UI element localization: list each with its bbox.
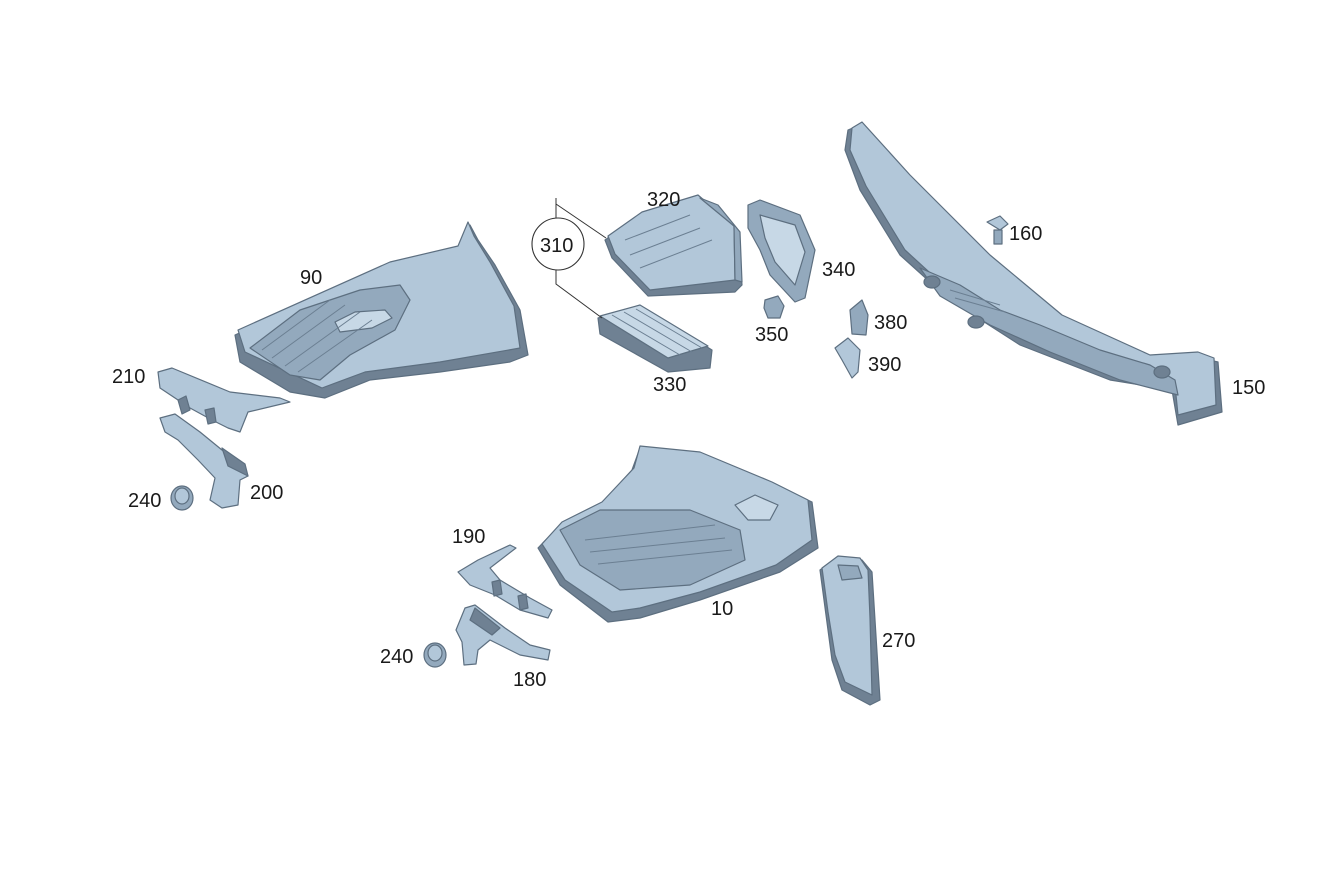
label-310: 310 xyxy=(540,235,573,257)
label-10: 10 xyxy=(711,598,733,620)
label-320: 320 xyxy=(647,189,680,211)
label-190: 190 xyxy=(452,526,485,548)
part-380-bracket[interactable] xyxy=(849,299,869,336)
part-10-floor-tray[interactable] xyxy=(537,445,819,623)
label-240-lower: 240 xyxy=(380,646,413,668)
part-150-rear-trim[interactable] xyxy=(844,121,1223,426)
label-340: 340 xyxy=(822,259,855,281)
label-390: 390 xyxy=(868,354,901,376)
label-210: 210 xyxy=(112,366,145,388)
part-350-grommet[interactable] xyxy=(763,295,785,319)
callout-group-310 xyxy=(531,198,607,319)
label-330: 330 xyxy=(653,374,686,396)
leader-310-to-320 xyxy=(555,203,607,239)
label-380: 380 xyxy=(874,312,907,334)
part-330-cabin-filter[interactable] xyxy=(597,304,713,373)
label-200: 200 xyxy=(250,482,283,504)
part-240-clip-upper[interactable] xyxy=(170,485,194,511)
part-190-bracket[interactable] xyxy=(457,544,553,619)
part-390-clip[interactable] xyxy=(834,337,861,379)
leader-310-to-330 xyxy=(555,270,603,319)
part-200-bracket[interactable] xyxy=(159,413,249,509)
label-160: 160 xyxy=(1009,223,1042,245)
part-240-clip-lower[interactable] xyxy=(423,642,447,668)
label-240-upper: 240 xyxy=(128,490,161,512)
callout-ring-310 xyxy=(531,217,585,271)
label-90: 90 xyxy=(300,267,322,289)
part-210-bracket[interactable] xyxy=(157,367,291,433)
part-180-bracket[interactable] xyxy=(455,604,551,666)
part-340-frame[interactable] xyxy=(747,199,816,303)
label-150: 150 xyxy=(1232,377,1265,399)
part-160-push-clip[interactable] xyxy=(986,215,1009,245)
part-90-trim-panel[interactable] xyxy=(234,221,529,399)
label-180: 180 xyxy=(513,669,546,691)
label-270: 270 xyxy=(882,630,915,652)
part-320-housing-cover[interactable] xyxy=(604,194,743,297)
label-350: 350 xyxy=(755,324,788,346)
part-270-duct[interactable] xyxy=(819,555,881,706)
